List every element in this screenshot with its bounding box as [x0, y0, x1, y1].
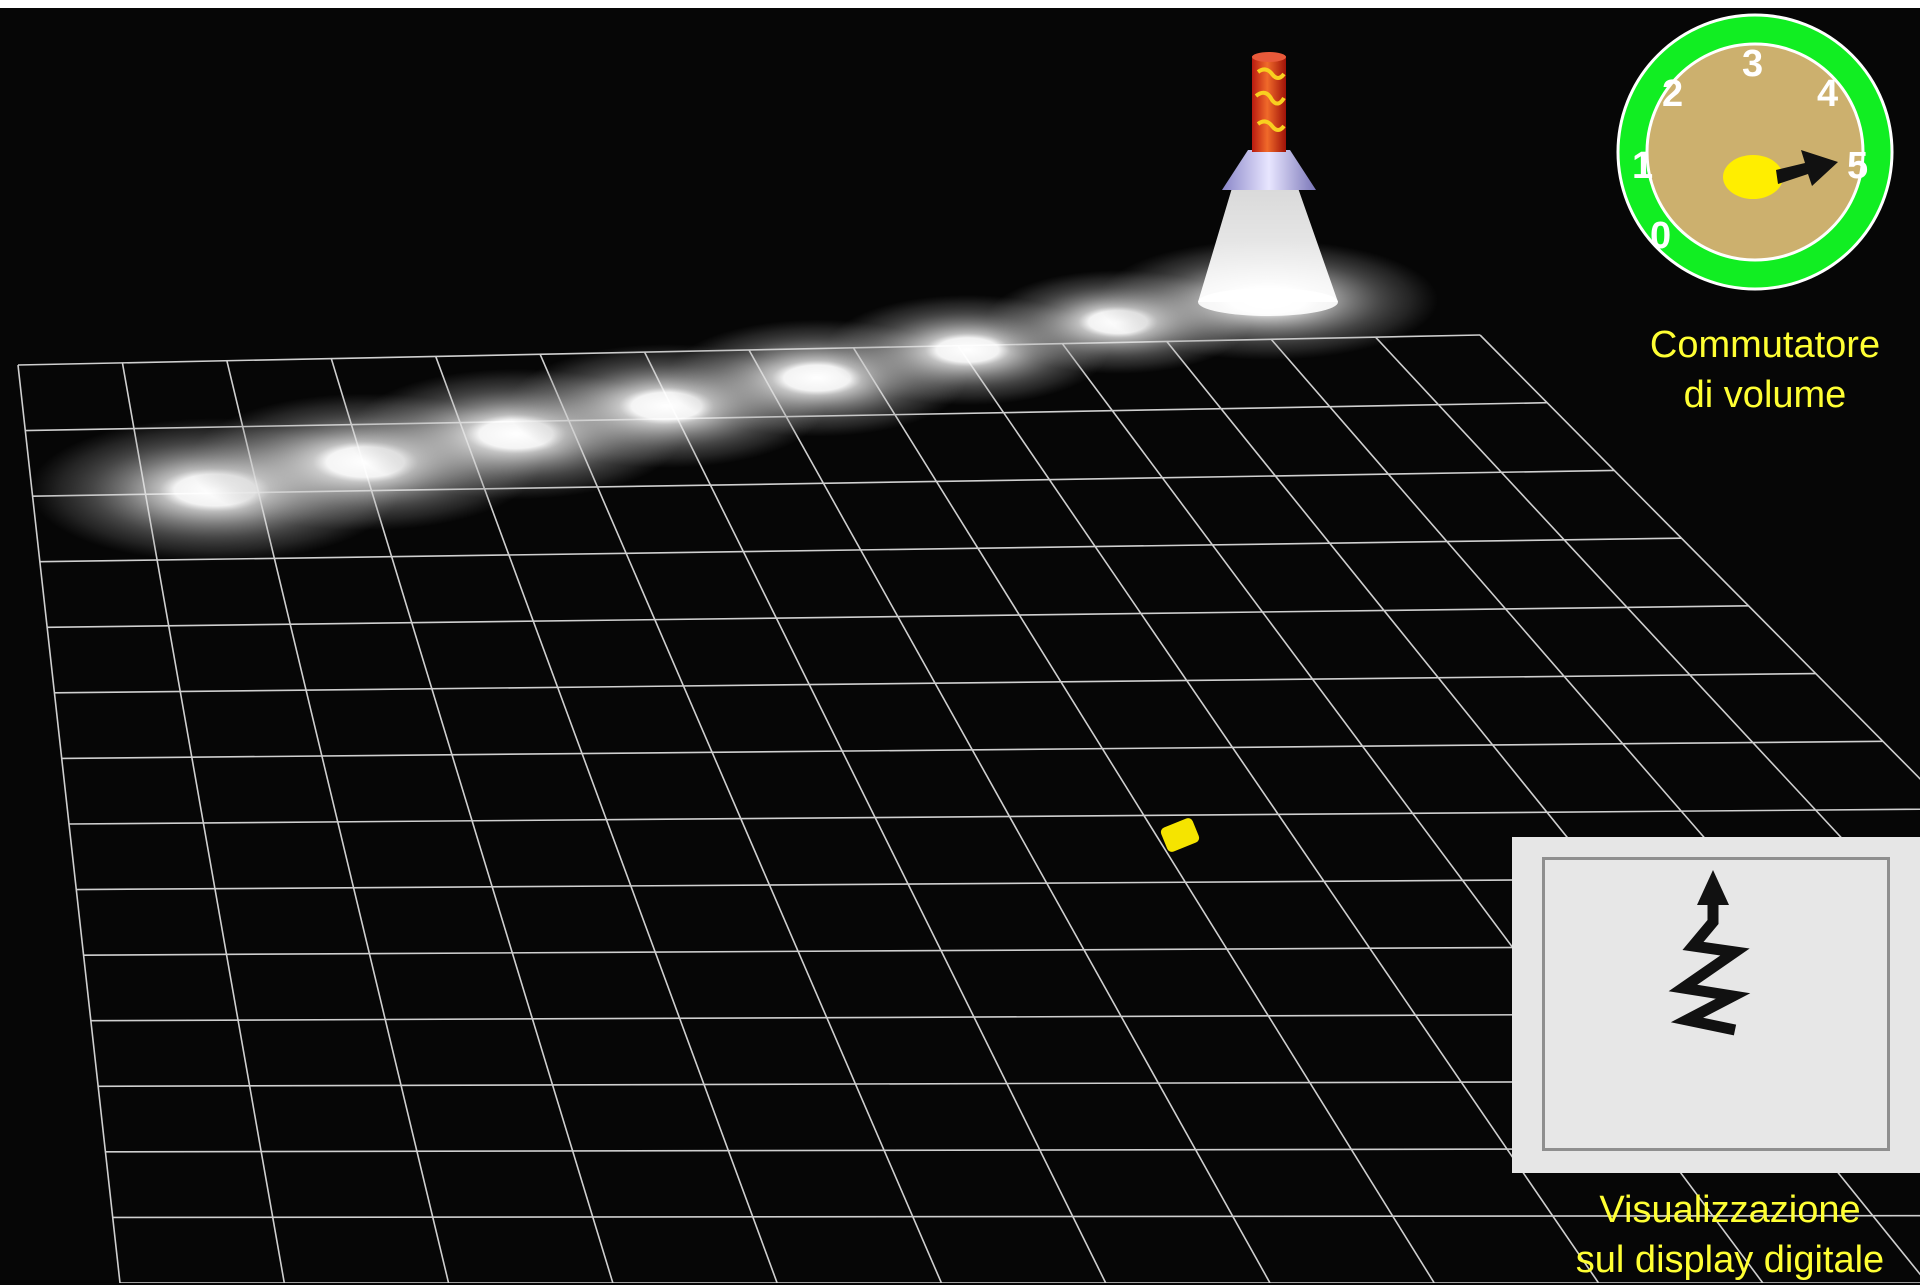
dial-number-3: 3 [1742, 43, 1763, 85]
grid-line-h [69, 809, 1920, 824]
display-caption-line1: Visualizzazione [1540, 1185, 1920, 1235]
digital-display [1512, 837, 1920, 1173]
dial-center [1723, 155, 1783, 199]
dial-number-1: 1 [1632, 145, 1653, 187]
beacon-collar [1222, 150, 1316, 190]
display-screen [1542, 857, 1890, 1151]
display-caption: Visualizzazione sul display digitale [1540, 1185, 1920, 1285]
arrow-zigzag-icon [1545, 860, 1887, 1148]
target-object [1159, 817, 1200, 854]
light-beam-base [1198, 288, 1338, 316]
dial-number-0: 0 [1650, 215, 1671, 257]
beacon [1198, 52, 1338, 316]
volume-dial-caption-line1: Commutatore [1580, 320, 1920, 370]
light-beam [1198, 188, 1338, 302]
volume-dial-caption: Commutatore di volume [1580, 320, 1920, 420]
volume-dial-caption-line2: di volume [1580, 370, 1920, 420]
dial-number-2: 2 [1662, 73, 1683, 115]
grid-line-v [958, 346, 1599, 1283]
display-caption-line2: sul display digitale [1540, 1235, 1920, 1285]
dial-number-4: 4 [1817, 73, 1838, 115]
volume-dial[interactable]: 0 1 2 3 4 5 [1617, 14, 1893, 290]
beacon-cap [1252, 52, 1286, 62]
grid-line-v [853, 348, 1434, 1283]
dial-number-5: 5 [1847, 145, 1868, 187]
